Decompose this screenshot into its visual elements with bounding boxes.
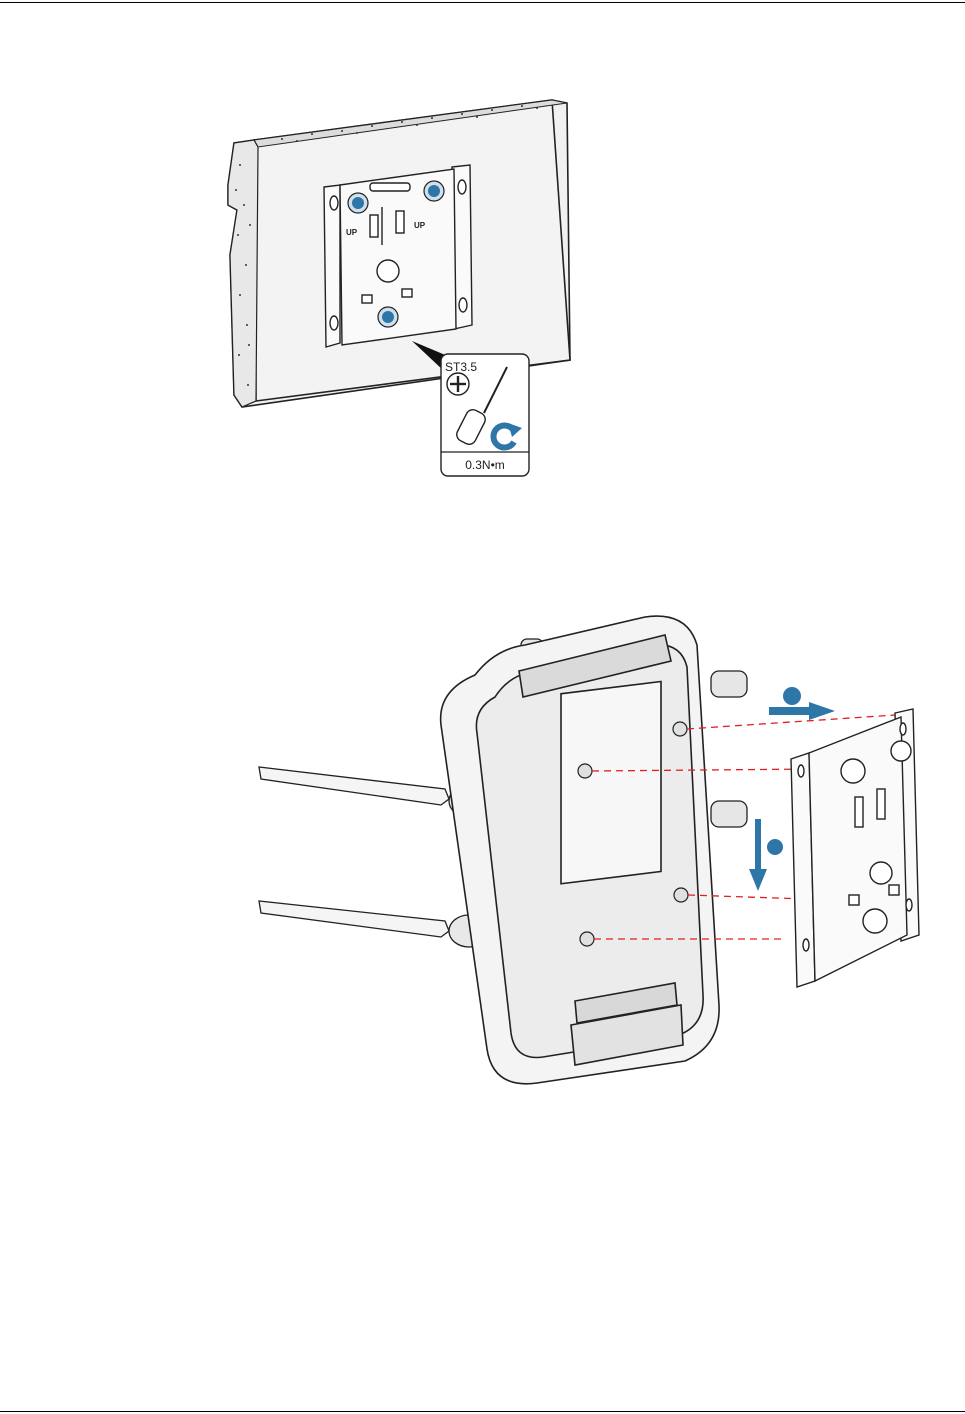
mounting-bracket: [791, 709, 919, 987]
phillips-screw-icon: [447, 373, 469, 395]
up-label-right: UP: [414, 221, 426, 230]
step-arrow-right: [769, 687, 835, 720]
header-rule: [0, 2, 965, 3]
screw-spec-label: ST3.5: [445, 360, 477, 374]
access-point-body: [441, 616, 719, 1084]
screw-icon: [424, 181, 444, 201]
footer-rule: [0, 1411, 965, 1412]
up-label-left: UP: [346, 228, 358, 237]
screw-icon: [348, 193, 368, 213]
step-arrow-down: [749, 819, 783, 891]
torque-label: 0.3N•m: [465, 458, 505, 472]
figure-ap-mounting: [225, 605, 945, 1095]
wall-plate-illustration: UP UP ST3.5 0.3N•m: [222, 95, 582, 485]
ap-mounting-illustration: [225, 605, 945, 1095]
screw-icon: [378, 307, 398, 327]
antenna: [259, 901, 501, 947]
figure-wall-plate: UP UP ST3.5 0.3N•m: [222, 95, 582, 485]
